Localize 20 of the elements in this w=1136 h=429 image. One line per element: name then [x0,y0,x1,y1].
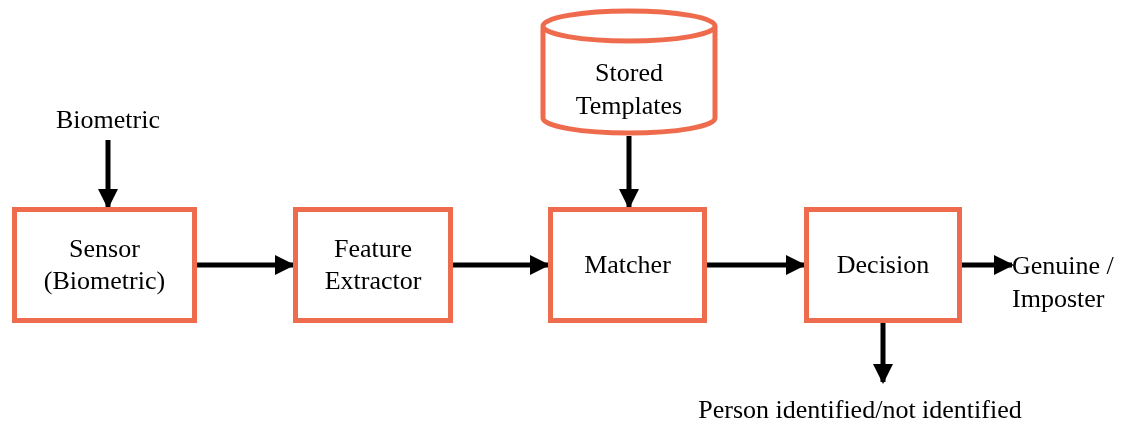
process-box [12,207,197,323]
arrow [873,323,893,384]
node-label: Decision [836,248,930,281]
arrow [619,136,639,209]
arrow [453,255,550,275]
arrow [98,140,118,209]
process-box [293,207,453,323]
node-label: Matcher [584,248,671,281]
node-label: Biometric [56,103,160,136]
node-label: Person identified/not identified [698,393,1022,426]
database-cylinder [540,8,718,136]
node-label: Stored Templates [575,58,683,120]
node-label: Sensor (Biometric) [42,232,167,297]
arrow [197,255,295,275]
arrow [707,255,806,275]
node-label: Genuine / Imposter [1012,250,1115,315]
process-box [548,207,707,323]
arrow [962,255,1014,275]
node-label: Feature Extractor [323,232,423,297]
process-box [804,207,962,323]
